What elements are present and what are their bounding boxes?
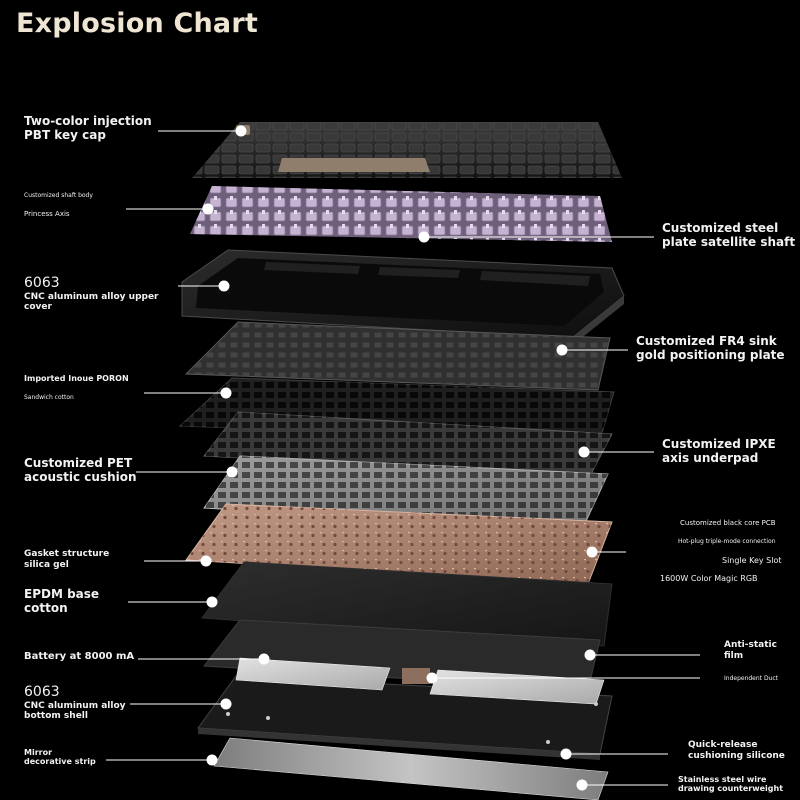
- pcb-layer: [185, 503, 613, 595]
- callout-dot: [220, 387, 232, 399]
- label-princess-axis: Princess Axis: [24, 210, 70, 218]
- callout-dot: [586, 546, 598, 558]
- callout-dot: [200, 555, 212, 567]
- label-battery: Battery at 8000 mA: [24, 651, 135, 662]
- callout-dot: [576, 779, 588, 791]
- label-pcb: Customized black core PCB: [680, 519, 776, 527]
- label-independent-duct: Independent Duct: [724, 675, 779, 682]
- label-poron: Imported Inoue PORON: [24, 374, 129, 383]
- fr4-plate-layer: [184, 321, 611, 391]
- callout-dot: [226, 466, 238, 478]
- callout-dot: [206, 754, 218, 766]
- callout-dot: [218, 280, 230, 292]
- label-rgb: 1600W Color Magic RGB: [660, 574, 758, 583]
- label-switch-body: Customized shaft body: [24, 192, 93, 199]
- keycap-layer: [192, 122, 622, 178]
- leader-lines-right: [418, 231, 700, 791]
- page-title: Explosion Chart: [16, 8, 258, 39]
- leader-lines: [106, 125, 270, 766]
- label-sandwich-cotton: Sandwich cotton: [24, 394, 74, 401]
- callout-dot: [578, 446, 590, 458]
- callout-dot: [556, 344, 568, 356]
- callout-dot: [560, 748, 572, 760]
- callout-dot: [220, 698, 232, 710]
- switch-layer: [190, 186, 612, 242]
- callout-dot: [418, 231, 430, 243]
- callout-dot: [206, 596, 218, 608]
- callout-dot: [584, 649, 596, 661]
- label-single-key-slot: Single Key Slot: [722, 556, 782, 565]
- callout-dot: [235, 125, 247, 137]
- label-hotplug: Hot-plug triple-mode connection: [678, 538, 776, 545]
- callout-dot: [426, 672, 438, 684]
- upper-cover-layer: [181, 249, 625, 344]
- callout-dot: [202, 203, 214, 215]
- callout-dot: [258, 653, 270, 665]
- mirror-strip: [213, 737, 609, 800]
